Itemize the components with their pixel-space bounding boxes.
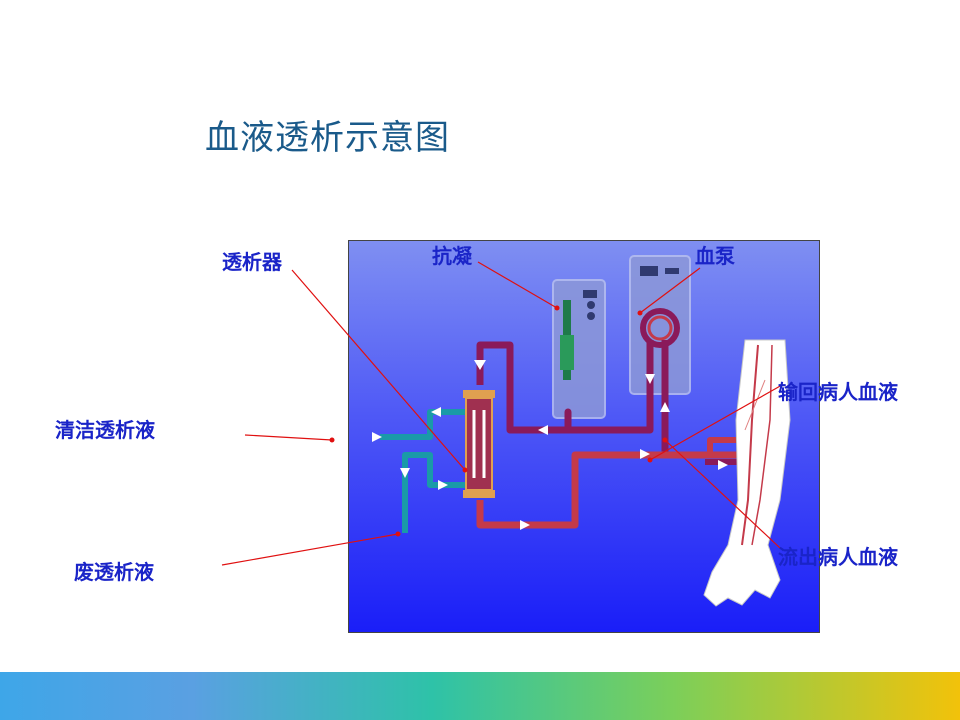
label-blood-pump: 血泵 [695, 244, 735, 268]
dialyzer-cartridge [463, 390, 495, 498]
pointer-lines [221, 261, 783, 566]
flow-arrows [372, 360, 728, 530]
anticoagulant-pump-unit [552, 279, 606, 419]
footer-gradient-bar [0, 672, 960, 720]
blood-pump-unit [629, 255, 691, 395]
outflow-blood-line [476, 451, 760, 529]
label-anticoagulant: 抗凝 [432, 244, 472, 268]
dialysate-line [380, 409, 465, 533]
label-waste-dialysate: 废透析液 [74, 560, 154, 584]
label-dialyzer: 透析器 [222, 250, 282, 274]
label-outflow-blood: 流出病人血液 [778, 545, 898, 569]
label-return-blood: 输回病人血液 [778, 380, 898, 404]
return-blood-line [476, 340, 669, 455]
arm-connection-line [665, 437, 760, 458]
label-clean-dialysate: 清洁透析液 [55, 418, 155, 442]
pointer-dots [329, 305, 668, 537]
page-title: 血液透析示意图 [205, 118, 450, 158]
patient-arm [703, 339, 791, 607]
